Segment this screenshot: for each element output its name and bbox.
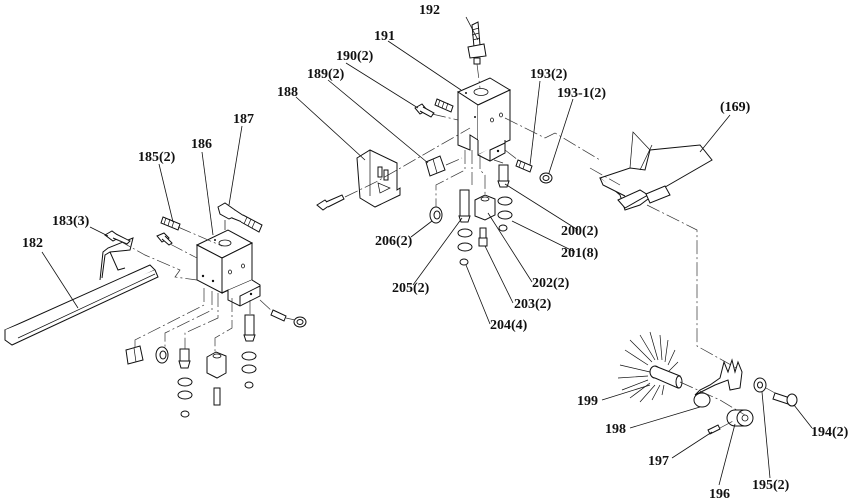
setscrew-part-193 — [515, 159, 533, 173]
label-183: 183(3) — [52, 214, 90, 229]
label-206: 206(2) — [375, 234, 413, 249]
label-182: 182 — [22, 236, 43, 251]
label-202: 202(2) — [532, 276, 570, 291]
valve-block-part-191 — [456, 77, 512, 162]
label-195: 195(2) — [752, 478, 790, 493]
setscrew-part-193-left — [270, 309, 287, 322]
label-204: 204(4) — [490, 318, 528, 333]
shoe-part-169 — [599, 131, 713, 211]
leader-lines — [41, 16, 813, 486]
label-205: 205(2) — [392, 281, 430, 296]
valve-block-part-186 — [195, 229, 261, 307]
screw-part-185b — [156, 232, 173, 246]
label-193: 193(2) — [530, 67, 568, 82]
label-186: 186 — [191, 137, 212, 152]
label-185: 185(2) — [138, 150, 176, 165]
rail-part-182 — [4, 237, 159, 346]
screw-part-203 — [478, 227, 488, 247]
seal-part-206 — [429, 206, 443, 224]
label-203: 203(2) — [514, 297, 552, 312]
label-201: 201(8) — [561, 246, 599, 261]
label-200: 200(2) — [561, 224, 599, 239]
nozzle-part-205 — [458, 189, 471, 223]
assembly-lines-lower-right — [679, 381, 776, 429]
label-196: 196 — [709, 487, 730, 502]
label-169: (169) — [720, 100, 751, 115]
label-187: 187 — [233, 112, 254, 127]
screw-part-183 — [104, 230, 131, 245]
assembly-lines-center — [344, 113, 601, 207]
nozzle-part-200-left — [241, 314, 257, 389]
label-197: 197 — [648, 454, 669, 469]
setscrew-part-190b — [434, 98, 454, 113]
washers-part-201-right — [497, 196, 513, 232]
assembly-lines-left — [117, 226, 296, 352]
nut-part-193-1 — [539, 172, 553, 184]
label-188: 188 — [277, 85, 298, 100]
label-189: 189(2) — [307, 67, 345, 82]
setscrew-part-197 — [707, 424, 721, 435]
label-192: 192 — [419, 3, 440, 18]
assembly-lines-right — [589, 167, 741, 371]
nut-part-193-1-left — [293, 316, 307, 328]
washers-part-201-left — [457, 228, 473, 266]
label-190: 190(2) — [336, 49, 374, 64]
nozzle-part-205-left — [177, 348, 193, 418]
label-199: 199 — [577, 394, 598, 409]
bracket-part-188 — [356, 149, 401, 208]
washer-part-195 — [753, 377, 767, 393]
label-193-1: 193-1(2) — [557, 86, 606, 101]
label-191: 191 — [374, 29, 395, 44]
screw-part-190 — [414, 103, 435, 118]
seal-part-206-left — [155, 346, 169, 364]
pad-part-189-left — [125, 345, 144, 365]
pad-part-189 — [425, 155, 446, 177]
hose-fitting-part-192 — [467, 21, 487, 89]
screw-part-188 — [316, 194, 345, 211]
clamp-part-198 — [693, 358, 743, 408]
label-198: 198 — [605, 422, 626, 437]
block-part-202 — [474, 194, 496, 221]
screw-part-194 — [772, 392, 798, 407]
block-part-202-left — [206, 351, 227, 406]
setscrew-part-185 — [160, 216, 181, 231]
nozzle-part-200 — [497, 164, 510, 188]
label-194: 194(2) — [811, 425, 849, 440]
brush-part-199 — [617, 331, 683, 403]
elbow-fitting-part-187 — [217, 202, 263, 233]
